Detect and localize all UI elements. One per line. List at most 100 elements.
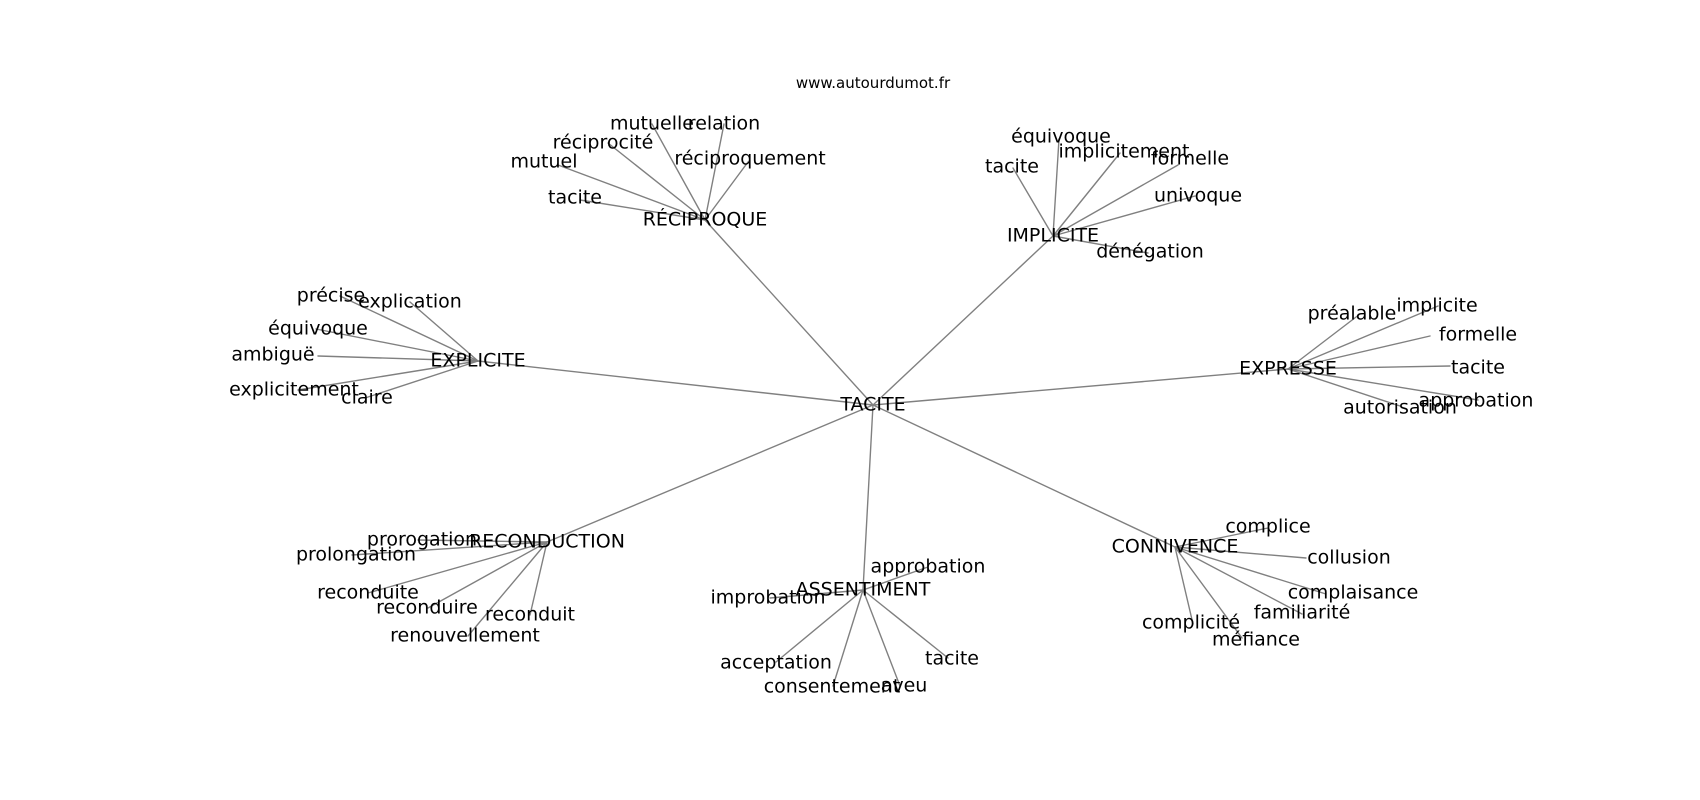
edge-root-to-branch bbox=[546, 404, 874, 543]
leaf-node: préalable bbox=[1308, 303, 1397, 325]
branch-node: CONNIVENCE bbox=[1112, 536, 1239, 558]
edge-branch-to-leaf bbox=[1174, 546, 1303, 615]
edge-branch-to-leaf bbox=[1287, 305, 1439, 370]
edge-root-to-branch bbox=[872, 235, 1054, 406]
leaf-node: formelle bbox=[1151, 148, 1229, 170]
edge-branch-to-leaf bbox=[351, 541, 548, 556]
edge-branch-to-leaf bbox=[1052, 195, 1196, 237]
leaf-node: formelle bbox=[1439, 324, 1517, 346]
graph-edges bbox=[297, 123, 1479, 687]
edge-branch-to-leaf bbox=[607, 142, 706, 221]
edge-branch-to-leaf bbox=[1287, 368, 1479, 401]
leaf-node: renouvellement bbox=[390, 625, 540, 647]
leaf-node: claire bbox=[341, 387, 393, 409]
edge-branch-to-leaf bbox=[832, 589, 864, 687]
edge-branch-to-leaf bbox=[417, 539, 548, 543]
edge-branch-to-leaf bbox=[339, 295, 479, 362]
leaf-node: collusion bbox=[1307, 547, 1391, 569]
leaf-node: explicitement bbox=[229, 379, 359, 401]
edge-branch-to-leaf bbox=[1287, 335, 1431, 370]
edge-branch-to-leaf bbox=[769, 589, 864, 599]
branch-node: EXPRESSE bbox=[1239, 358, 1337, 380]
leaf-node: tacite bbox=[925, 648, 979, 670]
edge-branch-to-leaf bbox=[1174, 546, 1243, 639]
leaf-node: familiarité bbox=[1254, 602, 1351, 624]
edge-branch-to-leaf bbox=[1287, 365, 1451, 370]
edge-branch-to-leaf bbox=[557, 164, 706, 221]
leaf-node: consentement bbox=[764, 676, 901, 698]
edge-branch-to-leaf bbox=[704, 161, 749, 221]
leaf-node: réciproquement bbox=[674, 148, 825, 170]
leaf-node: reconduire bbox=[376, 597, 478, 619]
source-url: www.autourdumot.fr bbox=[796, 74, 951, 92]
branch-node: EXPLICITE bbox=[430, 350, 525, 372]
leaf-node: implicite bbox=[1396, 295, 1477, 317]
edge-root-to-branch bbox=[872, 368, 1289, 406]
leaf-node: mutuelle bbox=[610, 113, 694, 135]
edge-branch-to-leaf bbox=[364, 360, 479, 399]
leaf-node: équivoque bbox=[268, 318, 368, 340]
leaf-node: complaisance bbox=[1288, 582, 1419, 604]
leaf-node: prolongation bbox=[296, 544, 416, 566]
edge-branch-to-leaf bbox=[297, 360, 479, 391]
edge-root-to-branch bbox=[862, 404, 874, 591]
edge-branch-to-leaf bbox=[317, 355, 479, 362]
leaf-node: ambiguë bbox=[231, 344, 314, 366]
branch-node: RÉCIPROQUE bbox=[643, 208, 768, 231]
leaf-node: reconduite bbox=[317, 582, 419, 604]
edge-root-to-branch bbox=[704, 219, 874, 406]
leaf-node: tacite bbox=[548, 187, 602, 209]
root-node: TACITE bbox=[839, 394, 905, 416]
edge-branch-to-leaf bbox=[409, 301, 479, 362]
edge-branch-to-leaf bbox=[1012, 167, 1054, 237]
leaf-node: implicitement bbox=[1059, 141, 1190, 163]
edge-branch-to-leaf bbox=[1174, 527, 1269, 548]
branch-node: RECONDUCTION bbox=[469, 531, 625, 553]
edge-branch-to-leaf bbox=[1174, 546, 1327, 595]
branch-node: ASSENTIMENT bbox=[796, 579, 931, 601]
edge-branch-to-leaf bbox=[1052, 235, 1149, 254]
leaf-node: tacite bbox=[1451, 357, 1505, 379]
leaf-node: approbation bbox=[871, 556, 986, 578]
edge-branch-to-leaf bbox=[862, 566, 929, 591]
edge-branch-to-leaf bbox=[775, 589, 864, 663]
edge-branch-to-leaf bbox=[1287, 313, 1361, 370]
leaf-node: approbation bbox=[1419, 390, 1534, 412]
leaf-node: improbation bbox=[711, 587, 826, 609]
branch-node: IMPLICITE bbox=[1007, 225, 1099, 247]
edge-branch-to-leaf bbox=[367, 541, 548, 594]
leaf-node: méfiance bbox=[1212, 629, 1300, 651]
leaf-node: aveu bbox=[881, 675, 928, 697]
edge-branch-to-leaf bbox=[1052, 138, 1060, 237]
edge-branch-to-leaf bbox=[1174, 546, 1194, 625]
leaf-node: mutuel bbox=[510, 151, 577, 173]
leaf-node: explication bbox=[358, 291, 462, 313]
edge-branch-to-leaf bbox=[704, 123, 725, 221]
leaf-node: autorisation bbox=[1343, 397, 1457, 419]
edge-branch-to-leaf bbox=[1174, 546, 1307, 559]
leaf-node: précise bbox=[297, 285, 365, 307]
leaf-node: relation bbox=[688, 113, 760, 135]
leaf-node: équivoque bbox=[1011, 126, 1111, 148]
leaf-node: univoque bbox=[1154, 185, 1242, 207]
edge-branch-to-leaf bbox=[1052, 164, 1179, 237]
edge-root-to-branch bbox=[477, 360, 874, 406]
edge-branch-to-leaf bbox=[579, 199, 706, 221]
edge-branch-to-leaf bbox=[651, 123, 706, 221]
leaf-node: acceptation bbox=[720, 652, 832, 674]
edge-branch-to-leaf bbox=[529, 541, 548, 616]
leaf-node: prorogation bbox=[367, 529, 477, 551]
edge-root-to-branch bbox=[872, 404, 1176, 548]
leaf-node: complice bbox=[1225, 516, 1310, 538]
edge-branch-to-leaf bbox=[862, 589, 901, 687]
leaf-node: dénégation bbox=[1096, 241, 1204, 263]
edge-branch-to-leaf bbox=[1287, 368, 1401, 407]
leaf-node: reconduit bbox=[485, 604, 575, 626]
edge-branch-to-leaf bbox=[1052, 152, 1121, 237]
leaf-node: réciprocité bbox=[553, 132, 654, 154]
leaf-node: complicité bbox=[1142, 612, 1240, 634]
edge-branch-to-leaf bbox=[467, 541, 548, 637]
